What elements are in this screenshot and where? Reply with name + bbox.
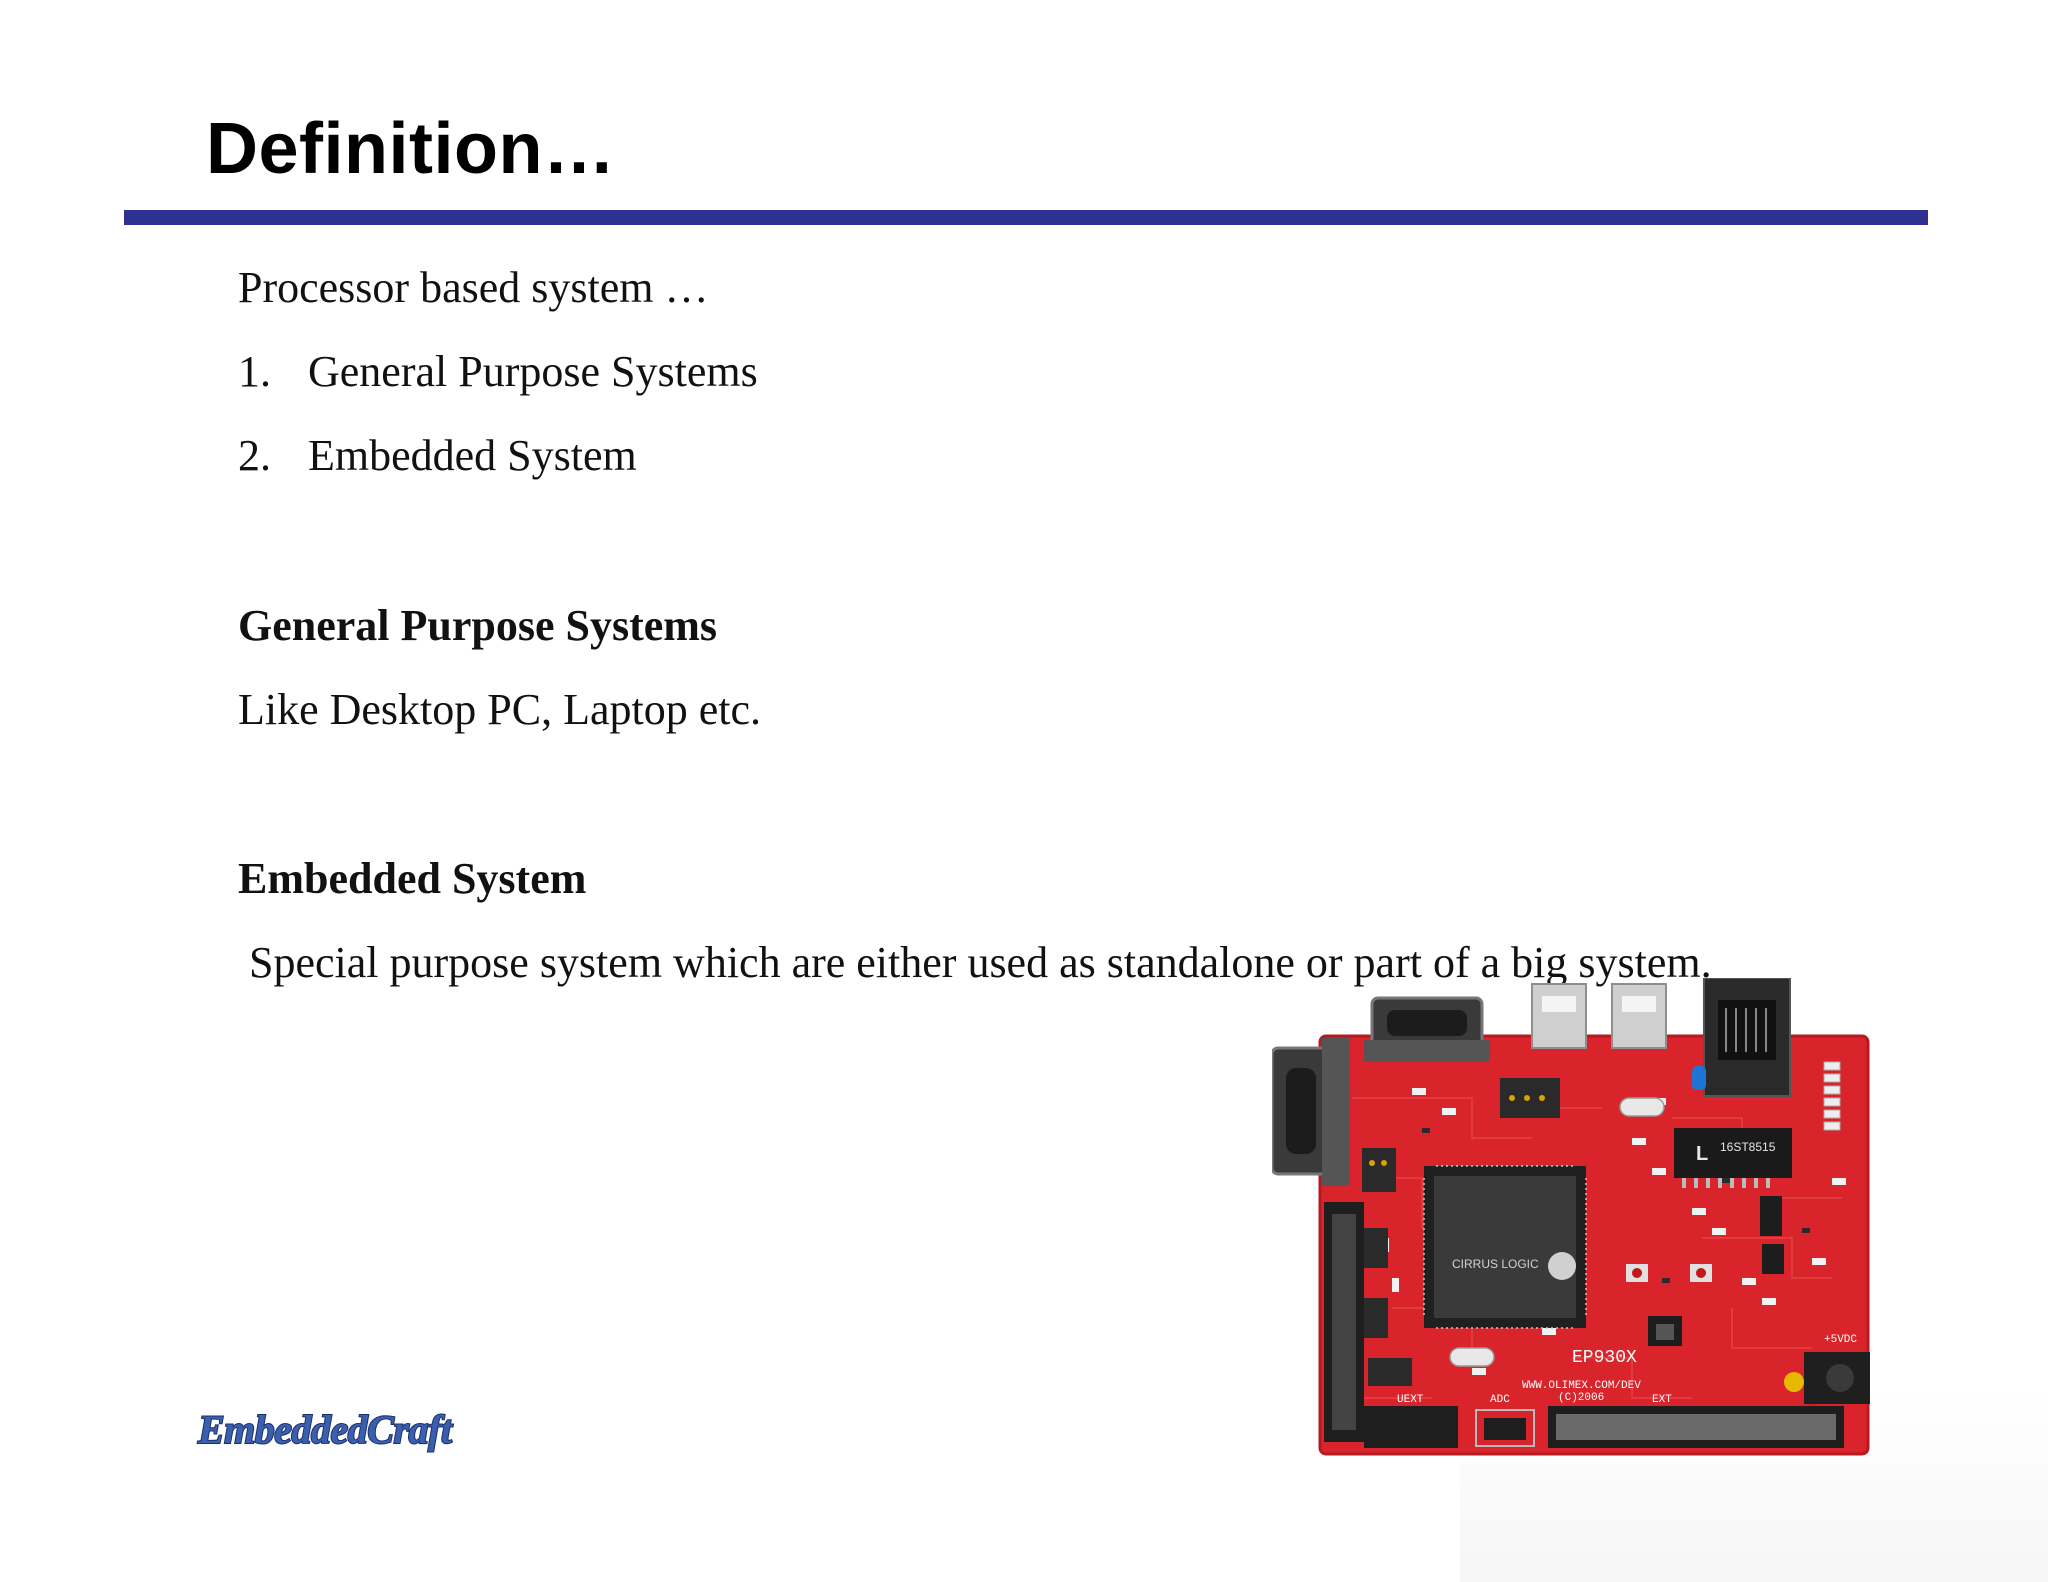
section-heading-embedded: Embedded System [238,854,587,903]
section-heading-general-purpose: General Purpose Systems [238,601,718,650]
power-label: +5VDC [1824,1334,1857,1346]
serial-connector-left [1272,1038,1350,1186]
general-purpose-description: Like Desktop PC, Laptop etc. [238,685,762,734]
cpu-chip: CIRRUS LOGIC [1423,1165,1587,1329]
cpu-label: CIRRUS LOGIC [1452,1257,1539,1271]
chip2-label: 16ST8515 [1720,1140,1776,1154]
magnetics-chip: 16ST8515 L [1674,1128,1792,1178]
title-divider [124,210,1928,225]
list-number: 2. [238,431,271,480]
list-item-text: General Purpose Systems [308,347,758,396]
serial-connector-top [1364,996,1490,1062]
embedded-description: Special purpose system which are either … [238,938,1712,987]
uext-label: UEXT [1397,1394,1424,1406]
embeddedcraft-logo: EmbeddedCraft [196,1406,455,1453]
ethernet-port [1703,978,1791,1097]
adc-label: ADC [1490,1394,1510,1406]
list-item-text: Embedded System [308,431,637,480]
model-label: EP930X [1572,1348,1637,1368]
intro-text: Processor based system … [238,263,709,312]
usb-ports [1531,983,1667,1049]
ext-label: EXT [1652,1394,1672,1406]
url-label: WWW.OLIMEX.COM/DEV [1522,1380,1641,1392]
list-item: 1. General Purpose Systems [238,342,758,402]
list-number: 1. [238,347,271,396]
svg-text:L: L [1696,1143,1708,1165]
list-item: 2. Embedded System [238,426,637,486]
slide-title: Definition… [206,109,616,189]
logo-text: EmbeddedCraft [197,1407,454,1452]
embedded-board-image: 16ST8515 L CIRRUS LOGIC [1272,978,1870,1456]
year-label: (C)2006 [1558,1392,1604,1404]
